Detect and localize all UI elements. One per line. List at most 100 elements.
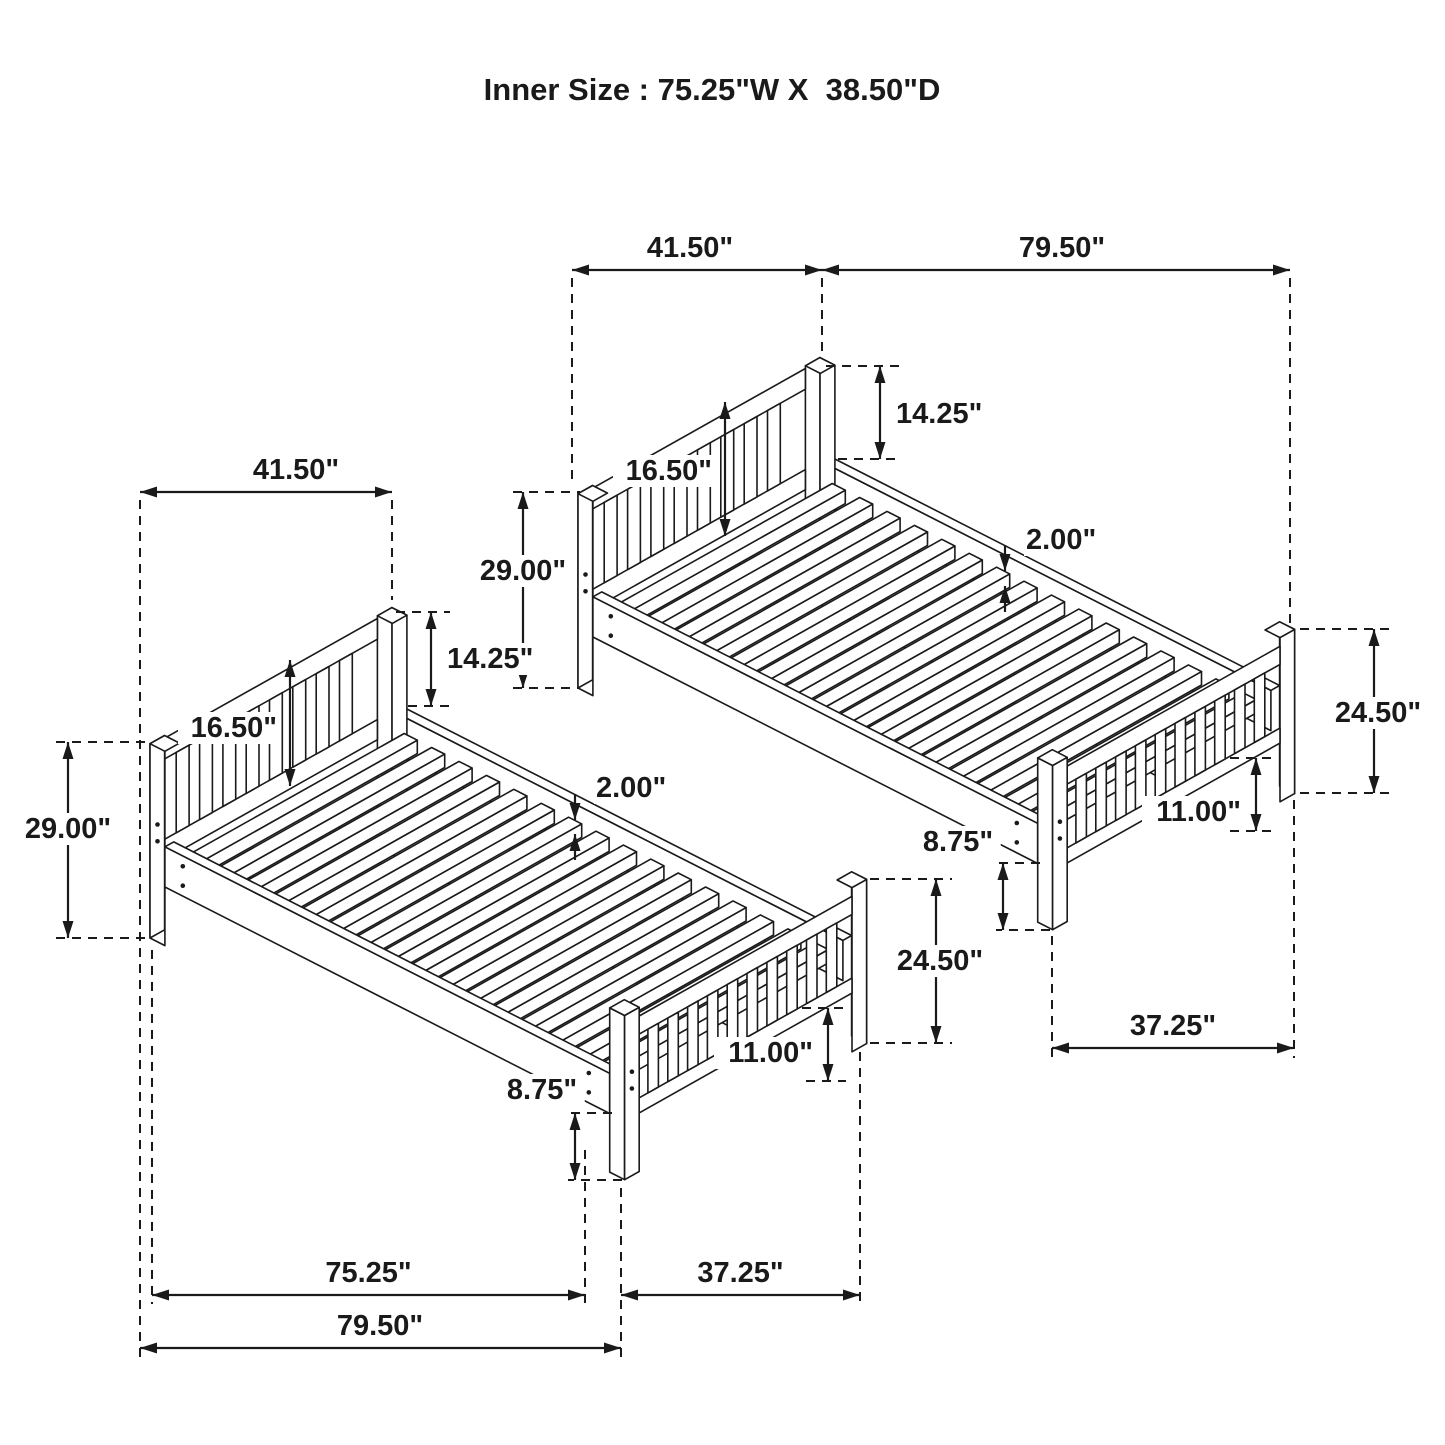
- dim-label-bg: [915, 826, 1001, 858]
- arrowhead: [843, 1289, 860, 1301]
- dim-label: 8.75": [507, 1074, 577, 1106]
- headboard-left-post: [577, 484, 594, 689]
- footboard-left-post: [1051, 756, 1068, 931]
- screw-hole: [1057, 819, 1063, 824]
- footboard-right-post: [1279, 628, 1296, 803]
- dim-label: 41.50": [253, 454, 339, 486]
- footboard-slat: [1114, 750, 1127, 822]
- arrowhead: [572, 264, 589, 276]
- arrowhead: [822, 1064, 834, 1081]
- arrowhead: [62, 742, 74, 759]
- arrowhead: [1052, 1042, 1069, 1054]
- headboard-left-post-top: [577, 484, 609, 503]
- arrowhead: [62, 921, 74, 938]
- arrowhead: [1368, 776, 1380, 793]
- screw-hole: [583, 589, 588, 594]
- dim-label: 37.25": [697, 1257, 783, 1289]
- dim-label-bg: [714, 1037, 815, 1069]
- arrowhead: [719, 402, 731, 419]
- dim-label: 79.50": [337, 1310, 423, 1342]
- dim-label-bg: [889, 945, 991, 977]
- footboard-left-post-top: [1036, 748, 1068, 767]
- arrowhead: [822, 1008, 834, 1025]
- dim-label-bg: [1142, 796, 1243, 828]
- arrowhead: [568, 1289, 585, 1301]
- screw-hole: [180, 864, 186, 869]
- arrowhead: [284, 660, 296, 677]
- arrowhead: [569, 1113, 581, 1130]
- dim-label: 75.25": [325, 1257, 411, 1289]
- footboard-slat: [825, 922, 838, 994]
- beds: [149, 356, 1296, 1181]
- footboard-slat: [1213, 694, 1226, 766]
- screw-hole: [583, 572, 588, 577]
- footboard-slat: [1233, 683, 1246, 755]
- headboard-slat: [338, 652, 354, 742]
- arrowhead: [997, 863, 1009, 880]
- arrowhead: [874, 366, 886, 383]
- dim-label-bg: [1024, 524, 1110, 556]
- arrowhead: [822, 264, 839, 276]
- arrowhead: [930, 1026, 942, 1043]
- arrowhead: [569, 1163, 581, 1180]
- headboard-slat: [720, 428, 735, 518]
- footboard-slat: [1075, 772, 1088, 844]
- arrowhead: [1368, 629, 1380, 646]
- headboard-slat: [766, 402, 782, 492]
- screw-hole: [155, 822, 160, 827]
- arrowhead: [1277, 1042, 1294, 1054]
- dim-label: 37.25": [1130, 1010, 1216, 1042]
- footboard-left-post-side: [1036, 757, 1054, 931]
- arrowhead: [152, 1289, 169, 1301]
- screw-hole: [180, 883, 186, 888]
- screw-hole: [629, 1069, 635, 1074]
- screw-hole: [1014, 820, 1020, 826]
- arrowhead: [375, 486, 392, 498]
- footboard-slat: [667, 1011, 680, 1083]
- arrowhead: [997, 913, 1009, 930]
- bed-upper: [577, 356, 1296, 931]
- dim-label-bg: [594, 772, 680, 804]
- dim-label-bg: [894, 398, 995, 430]
- footboard-slat: [686, 1000, 699, 1072]
- dim-label: 14.25": [447, 643, 533, 675]
- footboard-slat: [785, 944, 798, 1016]
- arrowhead: [805, 264, 822, 276]
- dim-label: 29.00": [25, 813, 111, 845]
- dim-label-bg: [329, 1310, 431, 1342]
- footboard-slat: [805, 933, 818, 1005]
- screw-hole: [586, 1090, 592, 1095]
- dim-label-bg: [613, 455, 714, 487]
- headboard-slat: [292, 678, 307, 768]
- dim-label-bg: [1122, 1010, 1224, 1042]
- screw-hole: [586, 1070, 592, 1076]
- headboard-slat: [626, 481, 642, 571]
- screw-hole: [1014, 840, 1020, 845]
- dim-label-bg: [1327, 697, 1429, 729]
- dim-label-bg: [318, 1257, 419, 1289]
- footboard-slat: [746, 966, 759, 1038]
- arrowhead: [1250, 814, 1262, 831]
- headboard-slat: [315, 665, 330, 755]
- screw-hole: [608, 614, 614, 619]
- arrowhead: [999, 554, 1011, 571]
- dim-label: 29.00": [480, 555, 566, 587]
- dim-label-bg: [1011, 232, 1113, 264]
- headboard-left-post: [149, 734, 166, 939]
- screw-hole: [155, 839, 160, 844]
- arrowhead: [604, 1342, 621, 1354]
- dim-label-bg: [472, 555, 574, 587]
- arrowhead: [284, 769, 296, 786]
- footboard-slat: [1154, 727, 1167, 800]
- dim-label: 24.50": [1335, 697, 1421, 729]
- dim-label: 8.75": [923, 826, 993, 858]
- arrowhead: [1250, 758, 1262, 775]
- dim-label: 11.00": [728, 1037, 813, 1069]
- footboard-right-post-top: [836, 871, 868, 889]
- arrowhead: [425, 612, 437, 629]
- headboard-slat: [603, 494, 618, 584]
- footboard-slat: [1194, 705, 1207, 777]
- arrowhead: [874, 442, 886, 459]
- dimension-annotations: 41.50"79.50"14.25"16.50"29.00"2.00"24.50…: [17, 232, 1429, 1358]
- bed-lower: [149, 606, 868, 1181]
